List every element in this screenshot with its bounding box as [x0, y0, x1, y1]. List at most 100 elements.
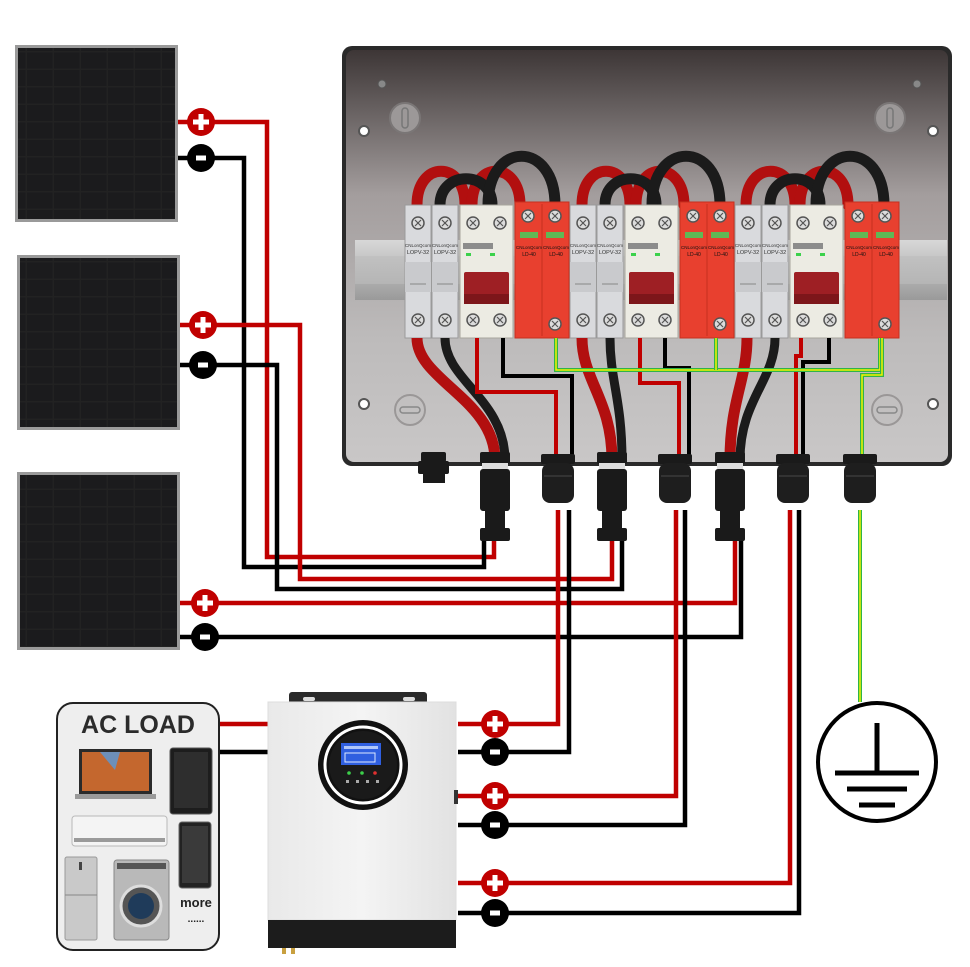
more-label: more [180, 895, 212, 910]
screw-terminal [548, 209, 562, 223]
dc-circuit-breaker[interactable] [624, 204, 679, 339]
screw-terminal [493, 313, 507, 327]
indicator-window [490, 253, 495, 256]
negative-terminal-icon: - [481, 811, 509, 839]
positive-terminal-icon: + [481, 869, 509, 897]
solar-panel-3 [17, 472, 180, 650]
screw-terminal [493, 216, 507, 230]
spd-status-window [685, 232, 703, 238]
inverter-button[interactable] [376, 780, 379, 783]
screw-terminal [878, 209, 892, 223]
fuse-model: LOPV-32 [434, 250, 456, 256]
screw-terminal [878, 317, 892, 331]
screw-terminal [631, 216, 645, 230]
screw-terminal [576, 216, 590, 230]
negative-terminal-icon: - [189, 351, 217, 379]
inverter-button[interactable] [366, 780, 369, 783]
laptop-icon [75, 749, 156, 799]
cable-gland [776, 454, 810, 503]
screw-terminal [576, 313, 590, 327]
mount-hole-icon [358, 79, 939, 426]
screw-terminal [438, 216, 452, 230]
wire-panel3-negative [180, 540, 744, 640]
mc4-connector[interactable] [597, 452, 627, 541]
fuse-model: LOPV-32 [599, 250, 621, 256]
indicator-window [655, 253, 660, 256]
positive-terminal-icon: + [187, 108, 215, 136]
spd-brand: CNLonQcom [681, 245, 707, 250]
spd-brand: CNLonQcom [846, 245, 872, 250]
screw-terminal [631, 313, 645, 327]
solar-panel-icon [18, 48, 175, 219]
fuse-model: LOPV-32 [407, 250, 429, 256]
spd-status-window [711, 232, 729, 238]
negative-terminal-icon: - [191, 623, 219, 651]
solar-panel-icon [20, 258, 177, 427]
positive-terminal-icon: + [481, 782, 509, 810]
status-led [347, 771, 351, 775]
inverter-button[interactable] [346, 780, 349, 783]
screw-terminal [713, 317, 727, 331]
ac-load-title: AC LOAD [81, 711, 195, 739]
dc-circuit-breaker[interactable] [459, 204, 514, 339]
cable-gland [541, 454, 575, 503]
spd-brand: CNLonQcom [708, 245, 734, 250]
solar-panel-1 [15, 45, 178, 222]
screw-terminal [768, 216, 782, 230]
positive-terminal-icon: + [191, 589, 219, 617]
dc-circuit-breaker[interactable] [789, 204, 844, 339]
screw-terminal [658, 216, 672, 230]
screw-terminal [603, 313, 617, 327]
indicator-window [796, 253, 801, 256]
screw-terminal [686, 209, 700, 223]
wire-panel2-positive [180, 322, 615, 582]
spd-model: LD-40 [549, 252, 563, 258]
mc4-connector[interactable] [715, 452, 745, 541]
phone-icon [178, 821, 212, 889]
inverter-display [318, 720, 408, 810]
mc4-connector[interactable] [480, 452, 510, 541]
spd-status-window [876, 232, 894, 238]
negative-terminal-icon: - [481, 738, 509, 766]
status-led [360, 771, 364, 775]
wire-panel1-positive [178, 119, 497, 560]
negative-terminal-icon: - [187, 144, 215, 172]
screw-terminal [796, 313, 810, 327]
wire-panel3-positive [180, 540, 738, 606]
screw-terminal [796, 216, 810, 230]
spd-model: LD-40 [687, 252, 701, 258]
status-led [373, 771, 377, 775]
screw-terminal [521, 209, 535, 223]
indicator-window [631, 253, 636, 256]
spd-brand: CNLonQcom [873, 245, 899, 250]
fuse-brand: CNLonQcom [405, 243, 431, 248]
screw-terminal [713, 209, 727, 223]
fuse-model: LOPV-32 [572, 250, 594, 256]
screw-terminal [741, 216, 755, 230]
spd-status-window [520, 232, 538, 238]
spd-model: LD-40 [714, 252, 728, 258]
washing-machine-icon [113, 859, 170, 941]
solar-panel-icon [20, 475, 177, 647]
wire-out3-negative [458, 510, 802, 916]
external-wires [178, 119, 862, 916]
breaker-group-1: CNLonQcomLOPV-32CNLonQcomLOPV-32CNLonQco… [404, 201, 570, 339]
screw-terminal [823, 216, 837, 230]
blank-plug [418, 452, 449, 483]
internal-wiring [411, 337, 884, 461]
inverter-button[interactable] [356, 780, 359, 783]
positive-terminal-icon: + [481, 710, 509, 738]
inverter [267, 692, 458, 954]
fuse-brand: CNLonQcom [735, 243, 761, 248]
negative-terminal-icon: - [481, 899, 509, 927]
